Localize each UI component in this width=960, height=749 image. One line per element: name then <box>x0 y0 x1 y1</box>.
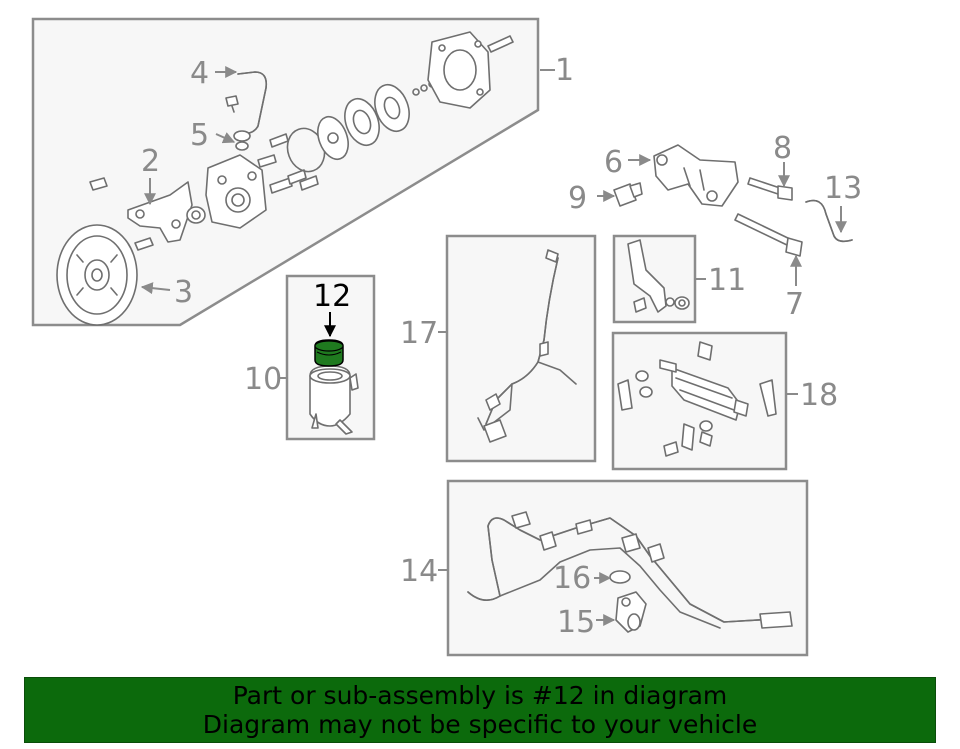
cooler-part[interactable] <box>617 341 777 457</box>
callout-10: 10 <box>244 362 282 397</box>
bolt-7-part[interactable] <box>734 213 803 257</box>
hose-13-part[interactable] <box>805 199 853 243</box>
callout-14: 14 <box>400 554 438 589</box>
pump-body-part[interactable] <box>186 154 267 229</box>
callout-12: 12 <box>313 279 351 314</box>
callout-17: 17 <box>400 316 438 351</box>
callout-3: 3 <box>174 275 193 310</box>
callout-13: 13 <box>824 171 862 206</box>
banner-line-part-number: Part or sub-assembly is #12 in diagram <box>232 681 728 710</box>
callout-6: 6 <box>604 145 623 180</box>
bolt-9-part[interactable] <box>613 182 643 207</box>
mount-bracket-part[interactable] <box>653 144 739 207</box>
pressure-hose-part[interactable] <box>477 249 577 443</box>
housing-bolt-part[interactable] <box>487 35 514 53</box>
rotor-set-part[interactable] <box>312 80 415 163</box>
reservoir-part[interactable] <box>309 365 359 435</box>
callout-11: 11 <box>708 263 746 298</box>
reservoir-cap-highlight[interactable] <box>314 339 344 367</box>
mount-bracket-group: 6 7 8 9 13 <box>568 131 862 322</box>
callout-4: 4 <box>190 56 209 91</box>
callout-18: 18 <box>800 378 838 413</box>
pump-assembly-panel: 1 2 3 4 5 <box>31 17 574 327</box>
callout-15: 15 <box>557 605 595 640</box>
callout-8: 8 <box>773 131 792 166</box>
reservoir-panel: 12 10 <box>244 274 376 441</box>
parts-diagram: 1 2 3 4 5 <box>31 17 862 657</box>
rear-housing-part[interactable] <box>427 31 491 109</box>
callout-5: 5 <box>190 118 209 153</box>
bracket-set-panel: 11 <box>612 234 746 324</box>
pressure-hose-panel: 17 <box>400 234 597 463</box>
return-line-part[interactable] <box>467 511 793 629</box>
callout-9: 9 <box>568 181 587 216</box>
cooler-panel: 18 <box>611 331 838 471</box>
bracket-set-part[interactable] <box>627 239 690 313</box>
callout-2: 2 <box>141 144 160 179</box>
pulley-part[interactable] <box>56 224 138 326</box>
info-banner: Part or sub-assembly is #12 in diagram D… <box>24 677 936 743</box>
bolt-8-part[interactable] <box>747 177 793 201</box>
clamp-15-part[interactable] <box>615 591 647 633</box>
bracket-part[interactable] <box>127 181 193 251</box>
return-line-panel: 14 15 16 <box>400 479 809 657</box>
callout-16: 16 <box>553 561 591 596</box>
banner-line-disclaimer: Diagram may not be specific to your vehi… <box>202 710 758 739</box>
suction-pipe-part[interactable] <box>225 71 268 135</box>
spring-pins-part[interactable] <box>257 133 319 194</box>
callout-7: 7 <box>785 287 804 322</box>
clamp-16-part[interactable] <box>609 570 631 584</box>
bolt-small-part[interactable] <box>89 177 108 191</box>
callout-1: 1 <box>555 53 574 88</box>
